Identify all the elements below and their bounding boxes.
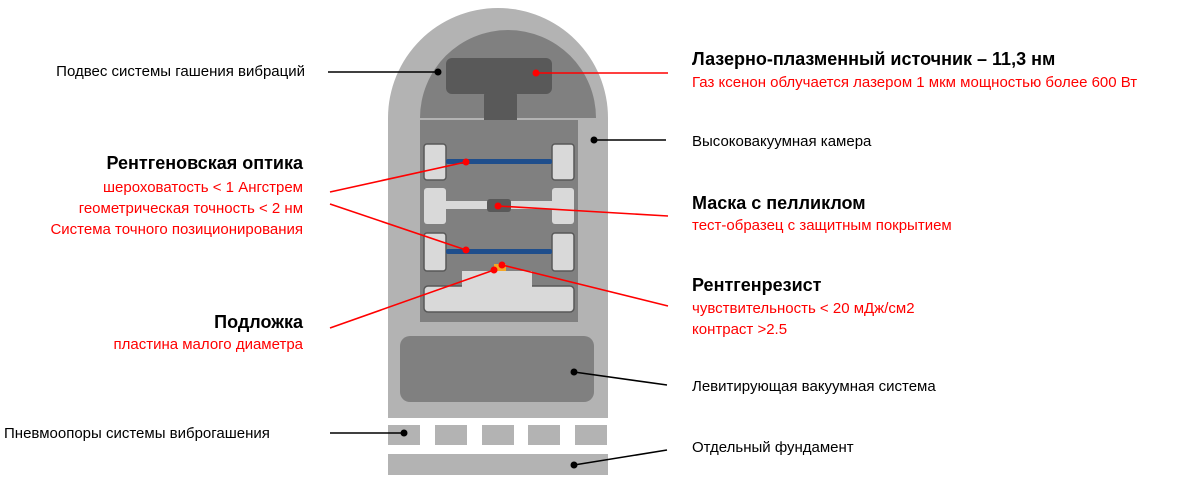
leader-foundation [573, 449, 668, 466]
label-resist-note-1: чувствительность < 20 мДж/см2 [692, 300, 915, 317]
pneumatic-support [482, 425, 514, 445]
leader-mask-dot [494, 202, 502, 210]
leader-substrate-dot [490, 266, 498, 274]
leader-substrate [329, 269, 495, 329]
pneumatic-support [528, 425, 560, 445]
label-source-note: Газ ксенон облучается лазером 1 мкм мощн… [692, 74, 1138, 91]
pneumatic-support [575, 425, 607, 445]
leader-vacuum [573, 371, 668, 386]
upper-mirror-holder-right [551, 143, 575, 181]
label-foundation: Отдельный фундамент [692, 439, 854, 456]
label-resist-note-2: контраст >2.5 [692, 321, 788, 338]
label-optics-title: Рентгеновская оптика [106, 153, 303, 173]
source-block [446, 58, 552, 94]
leader-resist-dot [498, 261, 506, 269]
red-leader-lines [329, 69, 669, 329]
label-optics-note-2: геометрическая точность < 2 нм [78, 200, 303, 217]
label-optics-note-3: Система точного позиционирования [50, 221, 303, 238]
leader-source-dot [532, 69, 540, 77]
pneumatic-support [435, 425, 467, 445]
label-chamber: Высоковакуумная камера [692, 133, 872, 150]
label-mask-title: Маска с пелликлом [692, 193, 866, 213]
label-substrate-note: пластина малого диаметра [113, 336, 303, 353]
separate-foundation [388, 454, 608, 475]
label-optics-note-1: шероховатость < 1 Ангстрем [102, 179, 303, 196]
label-substrate-title: Подложка [214, 312, 303, 332]
label-pneumatic: Пневмоопоры системы виброгашения [4, 425, 270, 442]
leader-chamber-dot [590, 136, 598, 144]
label-vacuum-system: Левитирующая вакуумная система [692, 378, 936, 395]
mask-holder-right [552, 188, 574, 224]
lower-mirror [446, 249, 552, 254]
label-suspension: Подвес системы гашения вибраций [56, 63, 305, 80]
leader-optics-upper-dot [462, 158, 470, 166]
leader-suspension-dot [434, 68, 442, 76]
leader-resist [501, 264, 669, 307]
mask-holder-left [424, 188, 446, 224]
leader-pneumatic-dot [400, 429, 408, 437]
substrate-stage [423, 285, 575, 313]
label-mask-note: тест-образец с защитным покрытием [692, 217, 952, 234]
source-stem [484, 92, 517, 126]
label-source-title: Лазерно-плазменный источник – 11,3 нм [692, 49, 1056, 69]
leader-vacuum-dot [570, 368, 578, 376]
leader-mask [497, 205, 669, 217]
leader-optics-upper [329, 161, 467, 193]
leader-foundation-dot [570, 461, 578, 469]
upper-mirror [446, 159, 552, 164]
lower-mirror-holder-right [551, 232, 575, 272]
levitating-vacuum-system [400, 336, 594, 402]
upper-mirror-holder-left [423, 143, 447, 181]
leader-optics-lower [329, 203, 467, 251]
label-resist-title: Рентгенрезист [692, 275, 822, 295]
black-leader-lines [328, 68, 668, 469]
leader-optics-lower-dot [462, 246, 470, 254]
substrate-plate [462, 271, 532, 287]
